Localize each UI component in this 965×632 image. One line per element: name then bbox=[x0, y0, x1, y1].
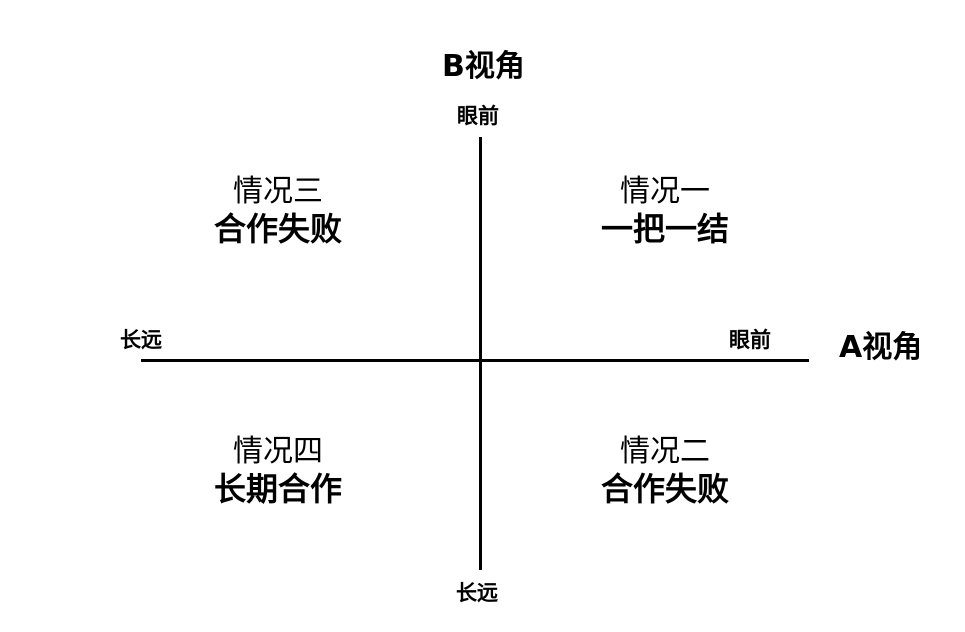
case-result: 长期合作 bbox=[213, 470, 342, 508]
horizontal-axis-left-label: 长远 bbox=[120, 328, 162, 352]
horizontal-axis-title: A视角 bbox=[839, 330, 923, 365]
quadrant-top-right: 情况一 一把一结 bbox=[555, 174, 775, 248]
case-result: 一把一结 bbox=[600, 210, 729, 248]
quadrant-top-left: 情况三 合作失败 bbox=[168, 174, 388, 248]
case-label: 情况四 bbox=[233, 434, 323, 469]
horizontal-axis-line bbox=[141, 359, 809, 362]
case-label: 情况三 bbox=[233, 174, 323, 209]
case-label: 情况一 bbox=[620, 174, 710, 209]
vertical-axis-line bbox=[479, 137, 482, 570]
vertical-axis-top-label: 眼前 bbox=[457, 104, 499, 128]
quadrant-bottom-right: 情况二 合作失败 bbox=[555, 434, 775, 508]
case-result: 合作失败 bbox=[213, 210, 342, 248]
horizontal-axis-right-label: 眼前 bbox=[729, 328, 771, 352]
vertical-axis-bottom-label: 长远 bbox=[456, 581, 498, 605]
case-label: 情况二 bbox=[620, 434, 710, 469]
case-result: 合作失败 bbox=[600, 470, 729, 508]
vertical-axis-title: B视角 bbox=[442, 49, 525, 84]
quadrant-bottom-left: 情况四 长期合作 bbox=[168, 434, 388, 508]
